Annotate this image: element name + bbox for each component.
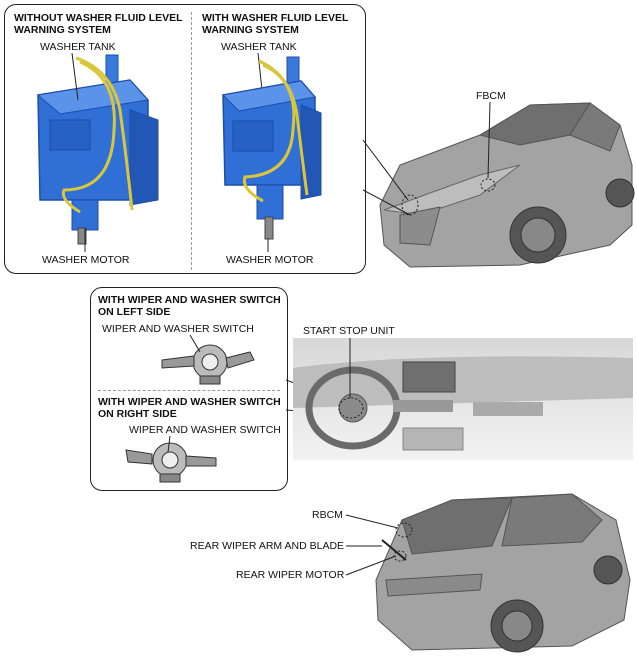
start-stop-unit-label: START STOP UNIT xyxy=(303,325,395,337)
washer-motor-label-left: WASHER MOTOR xyxy=(42,254,130,266)
wiper-washer-switch-label-left: WIPER AND WASHER SWITCH xyxy=(102,323,254,335)
wiper-switch-left-illustration xyxy=(161,344,255,385)
washer-tank-panel xyxy=(4,4,366,274)
switch-left-side-header: WITH WIPER AND WASHER SWITCH ON LEFT SID… xyxy=(98,294,281,318)
washer-tank-label-left: WASHER TANK xyxy=(40,41,116,53)
front-car-illustration xyxy=(379,102,635,268)
wiper-washer-switch-label-right: WIPER AND WASHER SWITCH xyxy=(129,424,281,436)
rbcm-label: RBCM xyxy=(312,509,343,521)
washer-tank-label-right: WASHER TANK xyxy=(221,41,297,53)
wiper-switch-right-illustration xyxy=(125,442,217,483)
with-level-warning-header: WITH WASHER FLUID LEVEL WARNING SYSTEM xyxy=(202,12,349,36)
washer-tank-right-illustration xyxy=(221,56,322,240)
without-level-warning-header: WITHOUT WASHER FLUID LEVEL WARNING SYSTE… xyxy=(14,12,183,36)
fbcm-label: FBCM xyxy=(476,90,506,102)
rear-car-illustration xyxy=(375,493,631,653)
rear-wiper-motor-label: REAR WIPER MOTOR xyxy=(236,569,345,581)
switch-panel-divider xyxy=(98,390,280,391)
panel-divider xyxy=(191,12,192,270)
switch-right-side-header: WITH WIPER AND WASHER SWITCH ON RIGHT SI… xyxy=(98,396,281,420)
rear-wiper-arm-label: REAR WIPER ARM AND BLADE xyxy=(190,540,345,552)
washer-motor-label-right: WASHER MOTOR xyxy=(226,254,314,266)
wiper-switch-panel xyxy=(90,287,288,491)
washer-tank-left-illustration xyxy=(36,54,159,245)
